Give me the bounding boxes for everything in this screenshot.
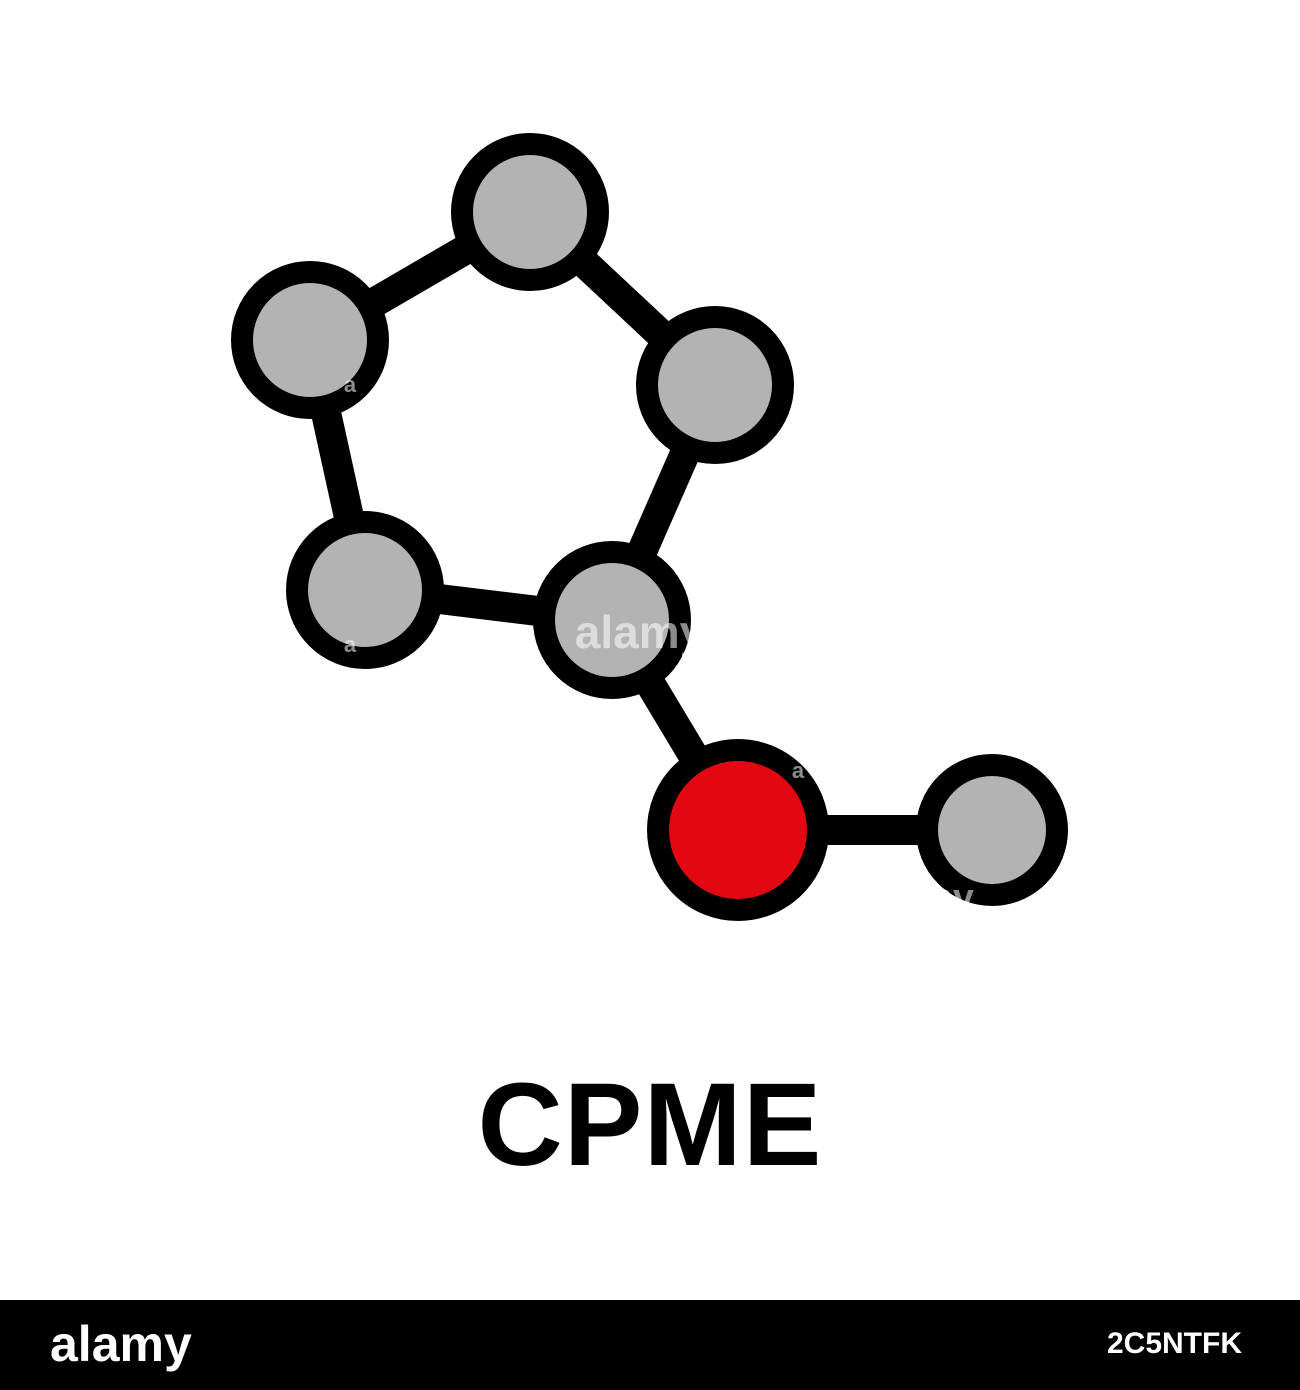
atom-o1-oxygen xyxy=(647,739,829,921)
molecule-diagram: alamy alamy a a a xyxy=(231,133,1068,921)
footer-bar: alamy 2C5NTFK xyxy=(0,1300,1300,1390)
watermark-5: a xyxy=(792,758,805,783)
atom-c4-carbon xyxy=(286,511,444,669)
atom-c2-carbon xyxy=(231,261,389,419)
atom-c5-carbon xyxy=(533,541,691,699)
footer-brand-logo: alamy xyxy=(50,1316,192,1372)
bond-layer xyxy=(295,197,1007,845)
atom-c6-carbon xyxy=(916,754,1068,906)
footer-image-id: 2C5NTFK xyxy=(1106,1327,1242,1360)
atom-c1-carbon xyxy=(451,133,609,291)
atom-c3-carbon xyxy=(636,306,794,464)
molecule-name: CPME xyxy=(477,1059,823,1191)
watermark-3: a xyxy=(344,372,357,397)
watermark-1: alamy xyxy=(575,606,706,658)
watermark-2: alamy xyxy=(866,877,974,919)
atom-layer xyxy=(231,133,1068,921)
watermark-4: a xyxy=(344,632,357,657)
watermark-layer: alamy alamy a a a xyxy=(344,372,974,919)
